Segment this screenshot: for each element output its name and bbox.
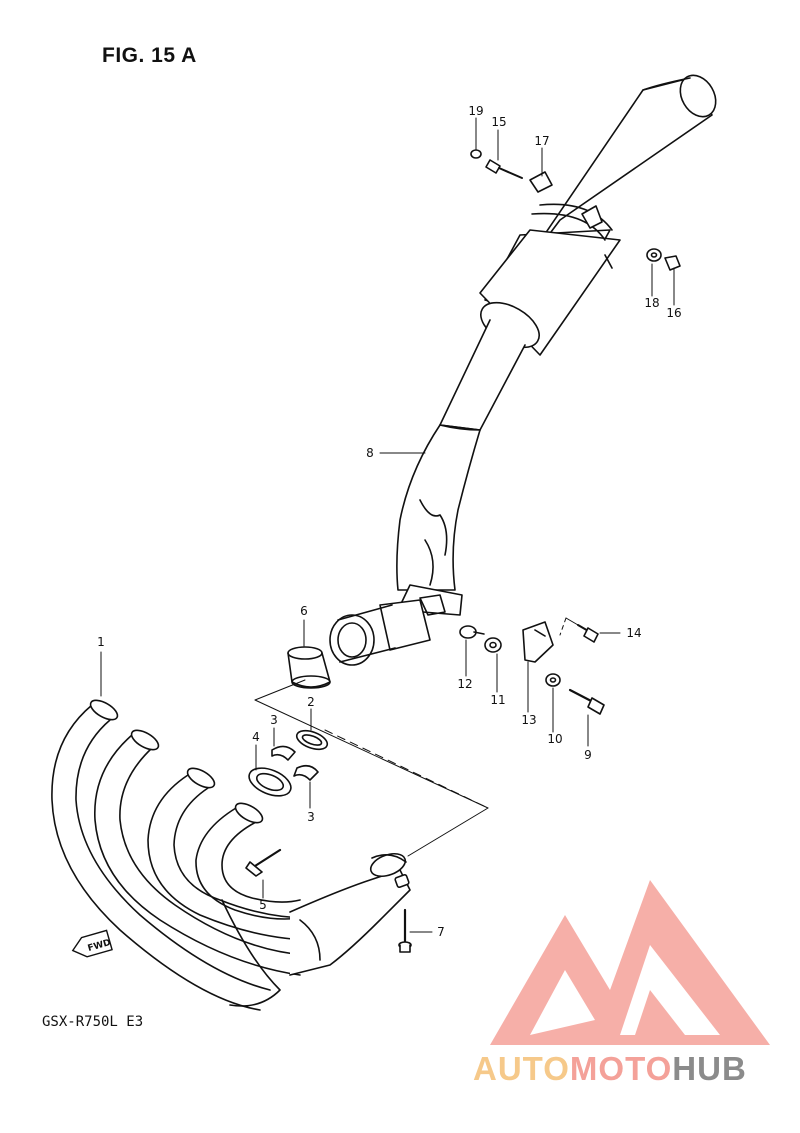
callout-14: 14 — [626, 626, 642, 640]
watermark-text: AUTOMOTOHUB — [473, 1050, 747, 1088]
callout-17: 17 — [534, 134, 550, 148]
watermark-auto: AUTO — [473, 1050, 570, 1087]
watermark-moto: MOTO — [569, 1050, 673, 1087]
header-pipes — [51, 699, 411, 1011]
muffler-hardware — [470, 149, 681, 271]
figure-title: FIG. 15 A — [102, 44, 197, 67]
bolts-5-7 — [245, 848, 412, 953]
watermark-hub: HUB — [672, 1050, 747, 1087]
muffler — [479, 74, 717, 356]
callout-18: 18 — [644, 296, 660, 310]
watermark-logo — [490, 880, 770, 1045]
callout-7: 7 — [437, 925, 445, 939]
callout-3-upper: 3 — [270, 713, 278, 727]
callout-13: 13 — [521, 713, 537, 727]
callout-3-lower: 3 — [307, 810, 315, 824]
callout-8: 8 — [366, 446, 374, 460]
callout-1: 1 — [97, 635, 105, 649]
forward-direction-tag: FWD — [71, 929, 113, 958]
leader-lines — [100, 117, 675, 933]
callout-2: 2 — [307, 695, 315, 709]
mid-pipe — [329, 319, 526, 666]
model-code: GSX-R750L E3 — [42, 1014, 144, 1030]
callout-11: 11 — [490, 693, 506, 707]
callout-19: 19 — [468, 104, 484, 118]
callout-4: 4 — [252, 730, 260, 744]
callout-10: 10 — [547, 732, 563, 746]
gaskets — [248, 729, 329, 797]
callout-6: 6 — [300, 604, 308, 618]
callout-12: 12 — [457, 677, 473, 691]
callout-9: 9 — [584, 748, 592, 762]
collar-6 — [287, 646, 331, 689]
bracket-hardware — [459, 621, 605, 715]
callout-16: 16 — [666, 306, 682, 320]
callout-15: 15 — [491, 115, 507, 129]
callout-5: 5 — [259, 898, 267, 912]
